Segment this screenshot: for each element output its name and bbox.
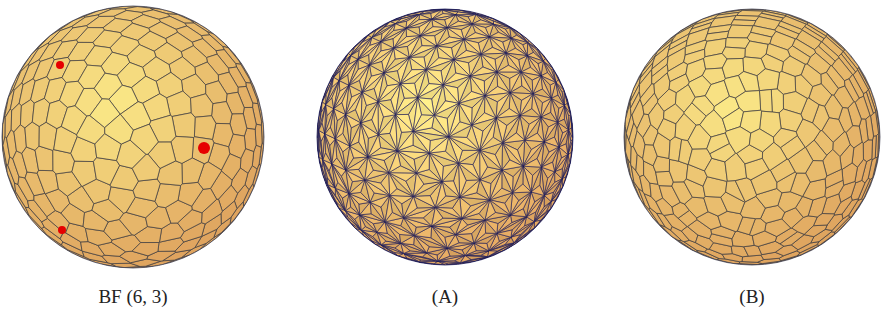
triangulated-sphere xyxy=(317,9,573,265)
pentagon-marker xyxy=(198,142,210,154)
pentagon-marker xyxy=(56,61,64,69)
mixed-tiling xyxy=(624,9,880,265)
figure-label: BF (6, 3) xyxy=(98,286,167,308)
figure-label: (A) xyxy=(432,286,458,308)
hexagon-tiling xyxy=(2,6,264,268)
pentagon-marker xyxy=(58,226,66,234)
figure-label: (B) xyxy=(739,286,764,308)
